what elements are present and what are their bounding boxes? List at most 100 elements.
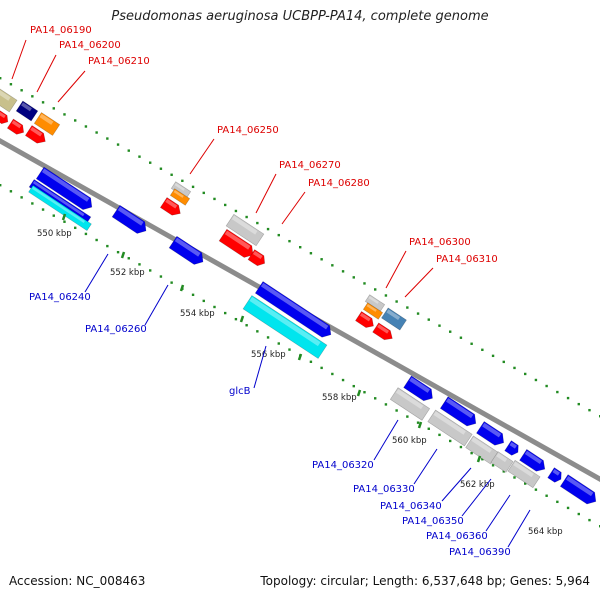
gene-label-pa14_06310[interactable]: PA14_06310: [436, 254, 498, 265]
tick-track-dot: [470, 342, 473, 345]
gene-blue-shape: [254, 281, 332, 338]
gene-steel-shape: [381, 307, 407, 331]
gene-red[interactable]: [218, 228, 257, 261]
gene-label-pa14_06270[interactable]: PA14_06270: [279, 160, 341, 171]
gene-blue[interactable]: [559, 474, 599, 508]
tick-track-dot: [556, 390, 559, 394]
gene-gray[interactable]: [427, 409, 473, 447]
gene-cyan[interactable]: [28, 184, 92, 232]
tick-track-dot: [406, 306, 409, 309]
gene-olive[interactable]: [0, 87, 18, 113]
gene-label-pa14_06320[interactable]: PA14_06320: [312, 460, 374, 471]
gene-gray-highlight: [513, 461, 534, 478]
gene-blue-highlight: [552, 469, 560, 476]
gene-label-pa14_06280[interactable]: PA14_06280: [308, 178, 370, 189]
gene-blue[interactable]: [168, 235, 207, 268]
gene-red[interactable]: [6, 118, 26, 137]
tick-track-dot: [149, 269, 152, 272]
gene-red-shape: [247, 249, 265, 267]
tick-track-dot: [41, 101, 45, 104]
gene-blue[interactable]: [504, 440, 522, 458]
gene-label-pa14_06190[interactable]: PA14_06190: [30, 25, 92, 36]
gene-red-shape: [355, 311, 374, 328]
gene-blue[interactable]: [519, 448, 549, 474]
gene-blue[interactable]: [403, 375, 437, 404]
tick-track-dot: [427, 427, 430, 430]
tick-track-dot: [149, 161, 152, 164]
gene-label-pa14_06330[interactable]: PA14_06330: [353, 484, 415, 495]
gene-red[interactable]: [24, 125, 48, 146]
gene-steel[interactable]: [381, 307, 407, 331]
gene-steel-highlight: [386, 309, 401, 321]
gene-blue[interactable]: [547, 467, 565, 485]
gene-label-pa14_06360[interactable]: PA14_06360: [426, 531, 488, 542]
tick-track-dot: [127, 149, 130, 152]
tick-track-dot: [181, 179, 184, 183]
gene-gray[interactable]: [465, 435, 499, 465]
gene-label-pa14_06200[interactable]: PA14_06200: [59, 40, 121, 51]
leader-line: [373, 419, 399, 461]
gene-blue[interactable]: [35, 166, 95, 213]
tick-track-dot: [577, 512, 580, 516]
scale-label-552: 552 kbp: [110, 268, 145, 278]
tick-track-dot: [341, 270, 345, 273]
gene-blue[interactable]: [476, 421, 507, 448]
tick-track-dot: [106, 137, 109, 140]
gene-red[interactable]: [372, 322, 396, 343]
gene-gray[interactable]: [225, 213, 265, 247]
gene-blue[interactable]: [439, 396, 479, 430]
gene-red[interactable]: [355, 311, 376, 330]
tick-track-dot: [491, 354, 495, 358]
gene-red-highlight: [165, 198, 178, 209]
gene-label-pa14_06350[interactable]: PA14_06350: [402, 516, 464, 527]
tick-track-dot: [0, 77, 2, 80]
gene-red[interactable]: [247, 249, 268, 269]
tick-track-dot: [138, 263, 141, 266]
gene-gray[interactable]: [389, 387, 431, 421]
gene-orange[interactable]: [169, 188, 191, 206]
gene-label-glcb[interactable]: glcB: [229, 386, 251, 397]
gene-gray[interactable]: [490, 451, 514, 473]
gene-gray-highlight: [395, 389, 424, 410]
gene-red-highlight: [359, 312, 371, 322]
gene-red[interactable]: [159, 197, 183, 218]
gene-gray[interactable]: [507, 459, 541, 489]
scale-label-560: 560 kbp: [392, 436, 427, 446]
tick-track-dot: [534, 488, 538, 491]
leader-line: [189, 138, 215, 175]
gene-gray-highlight: [433, 411, 466, 435]
gene-blue[interactable]: [111, 204, 150, 237]
tick-track-dot: [63, 220, 66, 223]
gene-label-pa14_06250[interactable]: PA14_06250: [217, 125, 279, 136]
gene-label-pa14_06340[interactable]: PA14_06340: [380, 501, 442, 512]
leader-line: [11, 39, 27, 80]
gene-red[interactable]: [0, 109, 11, 126]
gene-navy[interactable]: [15, 100, 39, 122]
scale-label-556: 556 kbp: [251, 350, 286, 360]
gene-orange[interactable]: [362, 302, 384, 320]
tick-track-dot: [513, 476, 516, 479]
leader-line: [441, 467, 472, 502]
gene-cyan[interactable]: [242, 295, 328, 359]
gene-label-pa14_06390[interactable]: PA14_06390: [449, 547, 511, 558]
tick-track-dot: [256, 330, 259, 333]
tick-track-dot: [9, 190, 13, 193]
gene-blue[interactable]: [254, 281, 334, 340]
scale-tick-556: [239, 315, 245, 323]
gene-blue-shape: [35, 166, 93, 210]
tick-track-dot: [159, 167, 163, 170]
accession-text: Accession: NC_008463: [9, 574, 146, 588]
gene-blue-highlight: [565, 476, 594, 497]
gene-label-pa14_06300[interactable]: PA14_06300: [409, 237, 471, 248]
tick-track-dot: [502, 470, 505, 473]
gene-orange[interactable]: [33, 112, 61, 136]
gene-label-pa14_06260[interactable]: PA14_06260: [85, 324, 147, 335]
tick-track-dot: [374, 288, 377, 291]
tick-track-dot: [74, 226, 77, 230]
tick-track-dot: [341, 378, 345, 382]
gene-label-pa14_06240[interactable]: PA14_06240: [29, 292, 91, 303]
gene-gray-shape: [465, 435, 499, 465]
tick-track-dot: [299, 246, 302, 249]
tick-track-dot: [116, 143, 120, 146]
gene-label-pa14_06210[interactable]: PA14_06210: [88, 56, 150, 67]
